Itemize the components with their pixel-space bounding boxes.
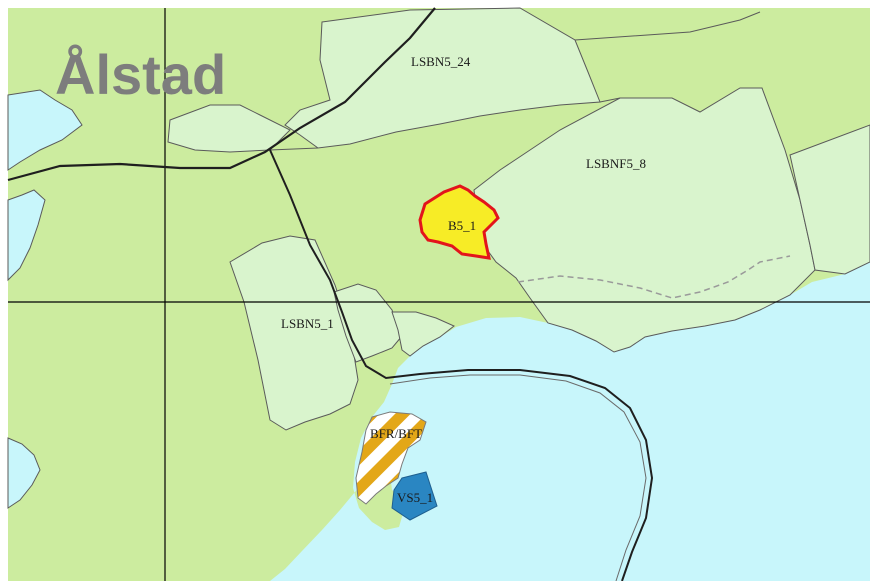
label-b5-1: B5_1 [448, 218, 476, 233]
label-bfr-bft: BFR/BFT [370, 426, 422, 441]
label-lsbn5-24: LSBN5_24 [411, 54, 471, 69]
water-inlet-west-1 [7, 189, 46, 282]
place-title: Ålstad [55, 43, 226, 106]
label-lsbnf5-8: LSBNF5_8 [586, 156, 646, 171]
water-inlet-west-2 [7, 89, 83, 171]
zone-small-pale-2 [391, 311, 455, 357]
zone-lsbnf5-8-area [473, 87, 816, 353]
boundary-line-2 [599, 97, 621, 103]
road-pier-outline [389, 374, 647, 581]
zone-bfr-bft-area [355, 411, 427, 505]
dashed-boundary [517, 255, 791, 299]
road-south-and-pier [269, 149, 654, 581]
label-vs5-1: VS5_1 [397, 490, 433, 505]
label-lsbn5-1: LSBN5_1 [281, 316, 334, 331]
boundary-line-1 [269, 147, 319, 151]
zone-b5-1-area[interactable] [418, 184, 500, 260]
zone-east-pale [789, 124, 870, 275]
road-main-east-west [7, 7, 436, 182]
zone-small-pale-1 [333, 283, 403, 363]
zone-north-pale [167, 104, 291, 153]
water-inlet-west-3 [7, 437, 41, 509]
zone-lsbn5-1-area [229, 235, 359, 431]
boundary-line-3 [574, 11, 761, 41]
zone-vs5-1-area [391, 471, 438, 521]
